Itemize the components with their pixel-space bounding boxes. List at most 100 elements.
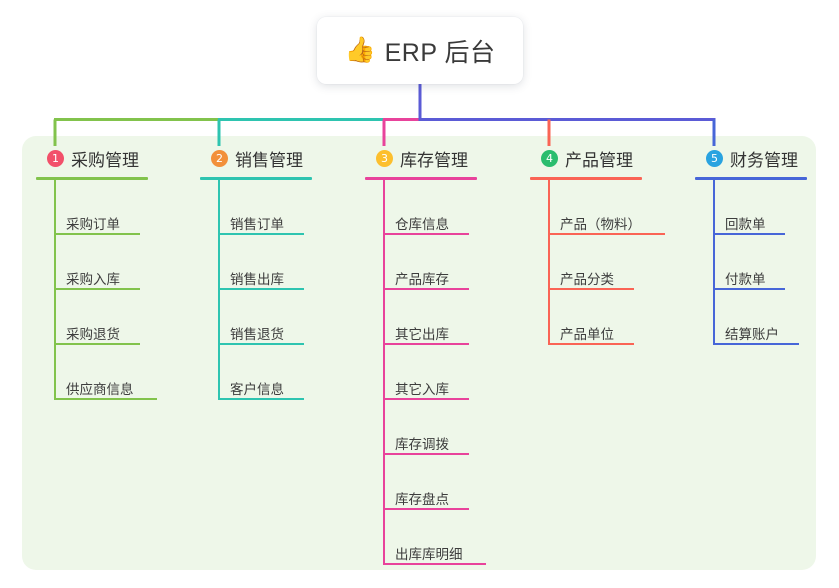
branch-number-badge: 3: [376, 149, 393, 167]
leaf-label: 结算账户: [725, 326, 779, 342]
leaf-spine: [713, 180, 715, 345]
leaf-node[interactable]: 产品（物料）: [548, 180, 665, 235]
leaf-underline: [383, 453, 469, 455]
leaf-node[interactable]: 库存盘点: [383, 455, 477, 510]
leaf-node[interactable]: 产品库存: [383, 235, 477, 290]
leaf-underline: [218, 398, 304, 400]
leaf-label: 销售订单: [230, 216, 284, 232]
leaf-label: 产品单位: [560, 326, 614, 342]
branch-column-1: 1 采购管理采购订单采购入库采购退货供应商信息: [36, 145, 157, 400]
leaf-label: 产品库存: [395, 271, 449, 287]
leaf-node[interactable]: 产品分类: [548, 235, 647, 290]
leaf-label: 采购退货: [66, 326, 120, 342]
leaf-label: 回款单: [725, 216, 766, 232]
leaf-label: 客户信息: [230, 381, 284, 397]
branch-underline: [365, 177, 477, 180]
leaf-spine: [383, 180, 385, 565]
leaf-list: 采购订单采购入库采购退货供应商信息: [36, 180, 157, 400]
leaf-node[interactable]: 采购入库: [54, 235, 148, 290]
branch-header-1[interactable]: 1 采购管理: [36, 145, 148, 171]
content-panel: [22, 136, 816, 570]
leaf-label: 产品分类: [560, 271, 614, 287]
branch-column-5: 5 财务管理回款单付款单结算账户: [695, 145, 807, 345]
leaf-underline: [54, 343, 140, 345]
leaf-label: 其它入库: [395, 381, 449, 397]
leaf-node[interactable]: 采购退货: [54, 290, 148, 345]
leaf-label: 销售出库: [230, 271, 284, 287]
leaf-list: 产品（物料） 产品分类产品单位: [530, 180, 665, 345]
leaf-underline: [548, 343, 634, 345]
leaf-node[interactable]: 销售退货: [218, 290, 312, 345]
leaf-underline: [383, 508, 469, 510]
branch-column-3: 3 库存管理仓库信息产品库存其它出库其它入库库存调拨库存盘点出库库明细: [365, 145, 486, 565]
leaf-label: 采购订单: [66, 216, 120, 232]
branch-title: 产品管理: [565, 150, 633, 170]
branch-underline: [200, 177, 312, 180]
leaf-label: 库存盘点: [395, 491, 449, 507]
leaf-node[interactable]: 客户信息: [218, 345, 312, 400]
leaf-underline: [713, 288, 785, 290]
leaf-underline: [54, 288, 140, 290]
leaf-node[interactable]: 采购订单: [54, 180, 148, 235]
leaf-spine: [54, 180, 56, 400]
leaf-label: 库存调拨: [395, 436, 449, 452]
branch-header-4[interactable]: 4 产品管理: [530, 145, 647, 171]
leaf-label: 供应商信息: [66, 381, 134, 397]
leaf-label: 仓库信息: [395, 216, 449, 232]
leaf-label: 销售退货: [230, 326, 284, 342]
branch-number-badge: 4: [541, 149, 558, 167]
root-node-title: ERP 后台: [384, 38, 496, 67]
branch-underline: [695, 177, 807, 180]
branch-underline: [36, 177, 148, 180]
leaf-underline: [218, 288, 304, 290]
branch-title: 采购管理: [71, 150, 139, 170]
leaf-underline: [218, 343, 304, 345]
leaf-node[interactable]: 销售订单: [218, 180, 312, 235]
leaf-underline: [383, 233, 469, 235]
leaf-list: 仓库信息产品库存其它出库其它入库库存调拨库存盘点出库库明细: [365, 180, 486, 565]
branch-column-4: 4 产品管理产品（物料） 产品分类产品单位: [530, 145, 665, 345]
leaf-node[interactable]: 产品单位: [548, 290, 647, 345]
leaf-list: 回款单付款单结算账户: [695, 180, 807, 345]
leaf-underline: [548, 288, 634, 290]
leaf-label: 产品（物料）: [560, 216, 641, 232]
branch-header-5[interactable]: 5 财务管理: [695, 145, 807, 171]
leaf-label: 付款单: [725, 271, 766, 287]
branch-number-badge: 1: [47, 149, 64, 167]
branch-underline: [530, 177, 642, 180]
leaf-underline: [548, 233, 665, 235]
leaf-node[interactable]: 其它入库: [383, 345, 477, 400]
leaf-label: 其它出库: [395, 326, 449, 342]
branch-title: 销售管理: [235, 150, 303, 170]
leaf-node[interactable]: 付款单: [713, 235, 807, 290]
leaf-node[interactable]: 库存调拨: [383, 400, 477, 455]
branch-title: 财务管理: [730, 150, 798, 170]
branch-number-badge: 5: [706, 149, 723, 167]
leaf-underline: [713, 233, 785, 235]
thumbs-up-icon: 👍: [344, 36, 376, 64]
root-node-erp-backend[interactable]: 👍 ERP 后台: [317, 17, 523, 84]
leaf-node[interactable]: 出库库明细: [383, 510, 486, 565]
leaf-node[interactable]: 销售出库: [218, 235, 312, 290]
leaf-underline: [713, 343, 799, 345]
leaf-underline: [54, 398, 157, 400]
leaf-spine: [548, 180, 550, 345]
branch-title: 库存管理: [400, 150, 468, 170]
leaf-underline: [54, 233, 140, 235]
leaf-node[interactable]: 仓库信息: [383, 180, 477, 235]
leaf-underline: [383, 398, 469, 400]
branch-header-3[interactable]: 3 库存管理: [365, 145, 477, 171]
leaf-underline: [383, 288, 469, 290]
leaf-label: 采购入库: [66, 271, 120, 287]
leaf-underline: [218, 233, 304, 235]
leaf-label: 出库库明细: [395, 546, 463, 562]
leaf-node[interactable]: 结算账户: [713, 290, 807, 345]
leaf-spine: [218, 180, 220, 400]
leaf-node[interactable]: 回款单: [713, 180, 807, 235]
leaf-node[interactable]: 供应商信息: [54, 345, 157, 400]
leaf-underline: [383, 563, 486, 565]
leaf-node[interactable]: 其它出库: [383, 290, 477, 345]
leaf-underline: [383, 343, 469, 345]
